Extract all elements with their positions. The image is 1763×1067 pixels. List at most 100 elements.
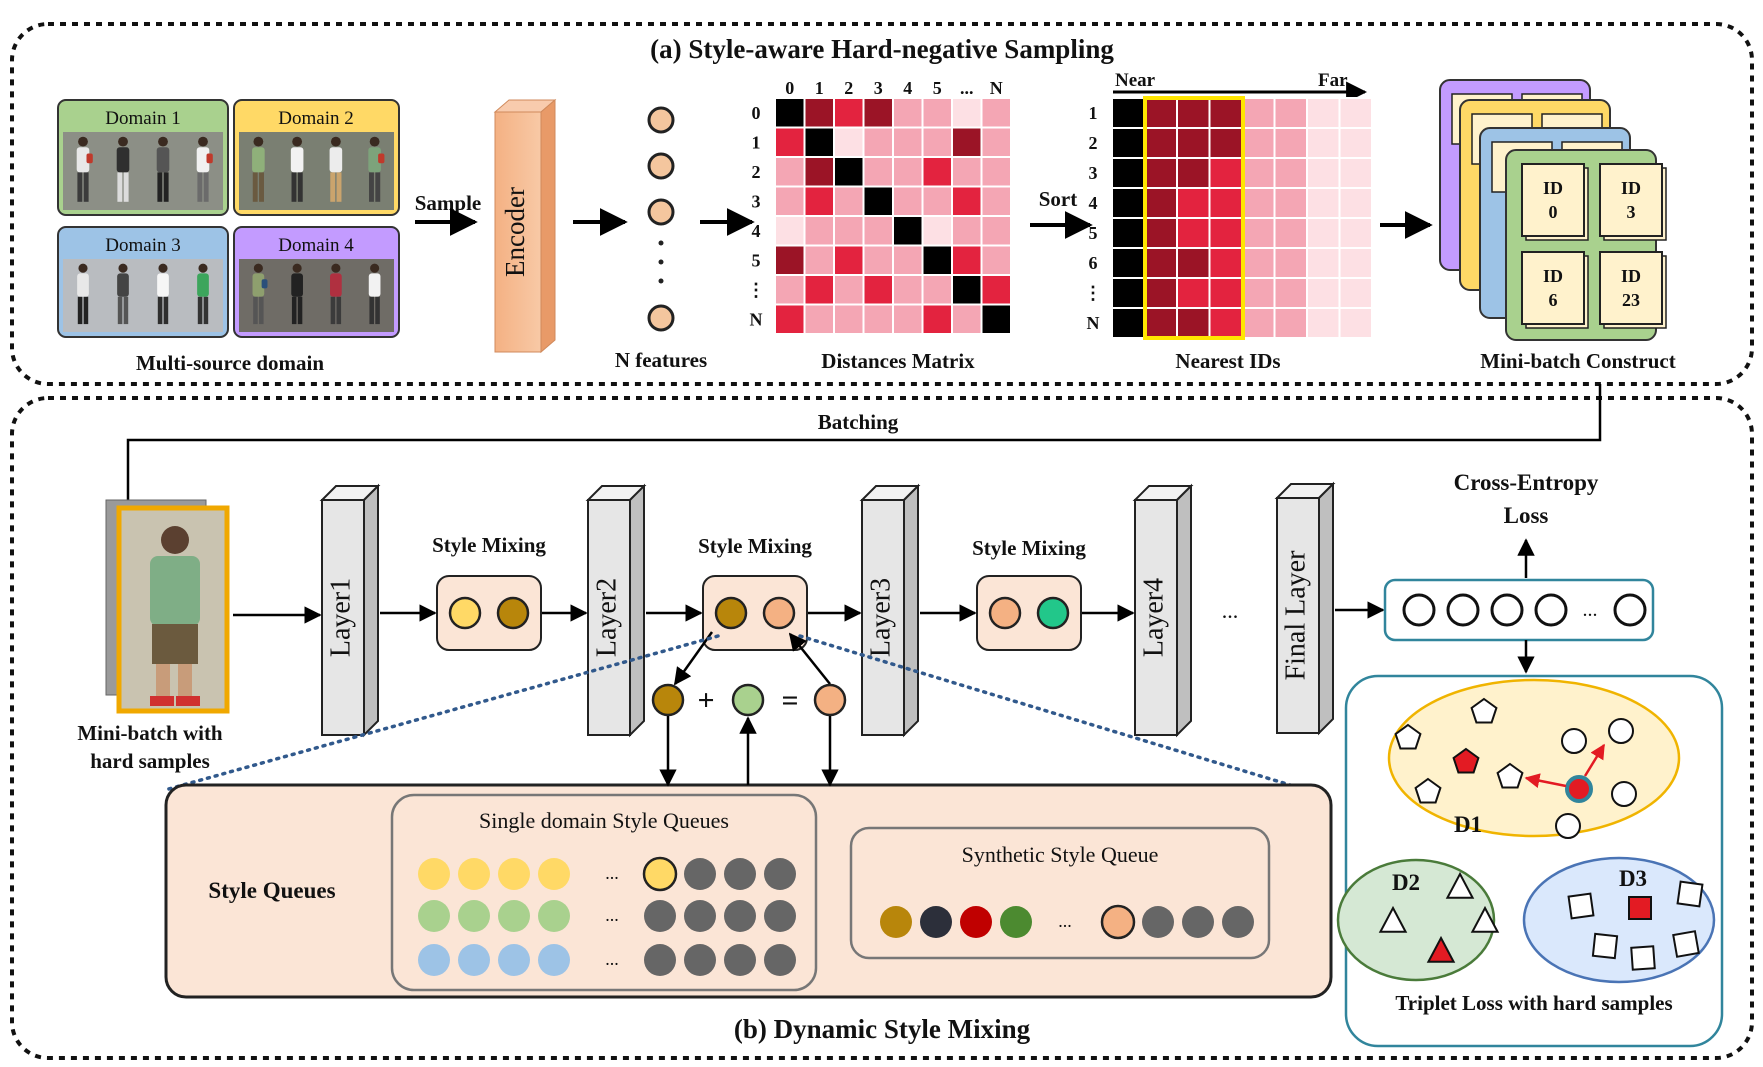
person-head bbox=[370, 263, 380, 273]
style-a-node bbox=[651, 683, 685, 717]
matrix-cell bbox=[862, 274, 894, 306]
nearest-cell bbox=[1143, 157, 1178, 189]
person-head bbox=[78, 263, 88, 273]
domain-2-images bbox=[239, 132, 394, 210]
matrix-cell bbox=[951, 156, 983, 188]
feature-node bbox=[647, 152, 675, 180]
queue-current-node bbox=[642, 856, 678, 892]
style-mixing-2-label: Style Mixing bbox=[698, 534, 812, 558]
section-a-title: (a) Style-aware Hard-negative Sampling bbox=[650, 34, 1114, 64]
nearest-cell bbox=[1338, 217, 1373, 249]
style-queues-label: Style Queues bbox=[208, 878, 335, 903]
d1-circle bbox=[1561, 728, 1587, 754]
matrix-cell bbox=[862, 303, 894, 335]
person-head bbox=[331, 263, 341, 273]
person-head bbox=[292, 136, 303, 147]
matrix-cell bbox=[774, 126, 806, 158]
synthetic-style-node bbox=[960, 906, 992, 938]
near-label: Near bbox=[1115, 70, 1156, 91]
nearest-cell bbox=[1338, 187, 1373, 219]
synthetic-empty-node bbox=[1182, 906, 1214, 938]
section-b-border bbox=[10, 396, 1754, 1060]
style-mixing-3-box bbox=[976, 575, 1082, 651]
style-mixing-1-box bbox=[436, 575, 542, 651]
queue-empty-node bbox=[684, 944, 716, 976]
person-head bbox=[158, 263, 168, 273]
matrix-col-label: 4 bbox=[903, 78, 912, 98]
person-leg bbox=[369, 172, 374, 202]
hard-samples-label-line1: Mini-batch with bbox=[77, 721, 223, 745]
matrix-col-label: N bbox=[990, 78, 1003, 98]
nearest-row-label: 2 bbox=[1089, 133, 1098, 153]
nearest-cell bbox=[1208, 127, 1243, 159]
matrix-cell bbox=[774, 156, 806, 188]
queue-empty-node bbox=[684, 858, 716, 890]
d1-hard-negative-pentagon bbox=[1452, 747, 1480, 774]
matrix-cell bbox=[892, 215, 924, 247]
person-leg bbox=[330, 172, 336, 202]
d1-pentagon bbox=[1414, 777, 1442, 804]
layer-ellipsis: ... bbox=[1222, 598, 1239, 623]
nearest-row-label: ⋮ bbox=[1084, 283, 1102, 303]
nearest-row-label: 1 bbox=[1089, 103, 1098, 123]
domain-4-box: Domain 4 bbox=[233, 226, 400, 338]
d3-square bbox=[1567, 892, 1595, 920]
id-tile-number: 6 bbox=[1549, 290, 1558, 310]
domain-3-label: Domain 3 bbox=[105, 235, 180, 256]
d2-triangle bbox=[1378, 905, 1408, 933]
matrix-cell bbox=[803, 274, 835, 306]
nearest-row-label: N bbox=[1087, 313, 1100, 333]
photo-background bbox=[239, 132, 394, 210]
matrix-col-label: ... bbox=[960, 78, 974, 98]
d1-pentagon bbox=[1496, 762, 1524, 789]
matrix-row-label: N bbox=[750, 309, 763, 329]
matrix-row-label: 2 bbox=[752, 162, 761, 182]
layer-front bbox=[1134, 499, 1178, 736]
person-leg bbox=[156, 664, 170, 700]
nearest-cell bbox=[1241, 157, 1276, 189]
ellipsis-dot bbox=[658, 278, 664, 284]
matrix-cell bbox=[803, 244, 835, 276]
person-leg bbox=[117, 296, 123, 325]
d2-triangle bbox=[1445, 871, 1475, 899]
person-leg bbox=[178, 664, 192, 700]
layer-side bbox=[629, 483, 645, 738]
layer-front bbox=[321, 499, 365, 736]
d1-cluster bbox=[1387, 678, 1681, 838]
person-leg bbox=[157, 296, 163, 325]
person-shoe bbox=[176, 696, 200, 706]
output-node bbox=[1446, 593, 1480, 627]
queue-empty-node bbox=[724, 858, 756, 890]
queue-ellipsis: ... bbox=[605, 905, 619, 925]
id-tile-label: ID bbox=[1621, 266, 1641, 286]
matrix-col-label: 1 bbox=[815, 78, 824, 98]
nearest-cell bbox=[1143, 277, 1178, 309]
nearest-cell bbox=[1241, 307, 1276, 339]
single-queue-box bbox=[390, 793, 818, 992]
matrix-cell bbox=[951, 97, 983, 129]
hard-samples-label-line2: hard samples bbox=[90, 749, 210, 773]
nearest-cell bbox=[1306, 307, 1341, 339]
output-ellipsis: ... bbox=[1583, 599, 1598, 621]
nearest-cell bbox=[1143, 127, 1178, 159]
nearest-cell bbox=[1176, 247, 1211, 279]
section-b-title: (b) Dynamic Style Mixing bbox=[734, 1014, 1031, 1044]
matrix-cell bbox=[803, 97, 835, 129]
domain-4-label: Domain 4 bbox=[278, 235, 354, 256]
id-tile-label: ID bbox=[1543, 266, 1563, 286]
queue-empty-node bbox=[724, 944, 756, 976]
layer-front bbox=[587, 499, 631, 736]
matrix-label: Distances Matrix bbox=[821, 349, 975, 373]
nearest-cell bbox=[1176, 307, 1211, 339]
nearest-cell bbox=[1143, 187, 1178, 219]
queue-style-node bbox=[498, 858, 530, 890]
id-tile bbox=[1521, 251, 1585, 325]
id-tile-label: ID bbox=[1543, 178, 1563, 198]
domain-4-images bbox=[239, 259, 394, 332]
nearest-row-label: 5 bbox=[1089, 223, 1098, 243]
synthetic-ellipsis: ... bbox=[1058, 911, 1072, 931]
person-leg bbox=[252, 172, 258, 202]
sample-label: Sample bbox=[415, 191, 482, 215]
nearest-cell bbox=[1208, 307, 1243, 339]
person-bag bbox=[378, 153, 385, 164]
